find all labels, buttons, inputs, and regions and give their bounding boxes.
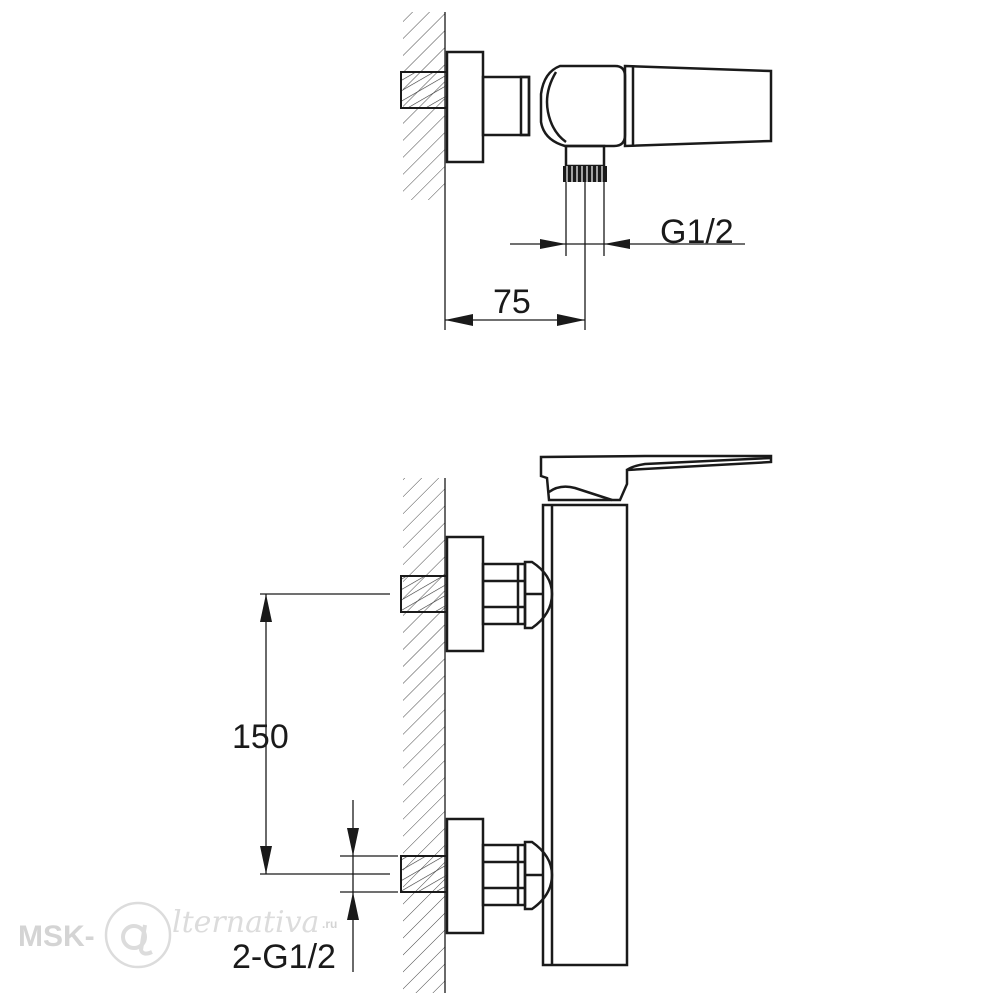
watermark: MSK- lternativa .ru	[18, 901, 337, 969]
inlet-thread-upper	[400, 575, 448, 613]
watermark-suffix: .ru	[322, 917, 337, 931]
dim-inlet-spacing: 150	[232, 718, 289, 756]
top-view: G1/2 75	[400, 12, 773, 330]
lever-handle-top	[623, 64, 773, 148]
watermark-script: lternativa	[172, 905, 319, 940]
watermark-prefix: MSK-	[18, 920, 95, 953]
bottom-view: 150 2-G1/2	[232, 454, 773, 993]
wall-flange-top	[445, 50, 485, 164]
lever-handle-front	[539, 454, 773, 502]
dim-inlet-thread: 2-G1/2	[232, 938, 336, 976]
wall-section-bottom	[403, 478, 445, 993]
outlet-nipple	[564, 144, 606, 168]
wall-flange-lower	[445, 817, 485, 935]
inlet-thread-top	[400, 71, 448, 109]
inlet-thread-lower	[400, 855, 448, 893]
wall-flange-upper	[445, 535, 485, 653]
outlet-thread	[563, 166, 607, 182]
dim-outlet-thread: G1/2	[660, 213, 734, 251]
mixer-body-front	[541, 503, 629, 967]
at-sign-icon	[104, 901, 172, 969]
dim-outlet-offset: 75	[493, 283, 531, 321]
